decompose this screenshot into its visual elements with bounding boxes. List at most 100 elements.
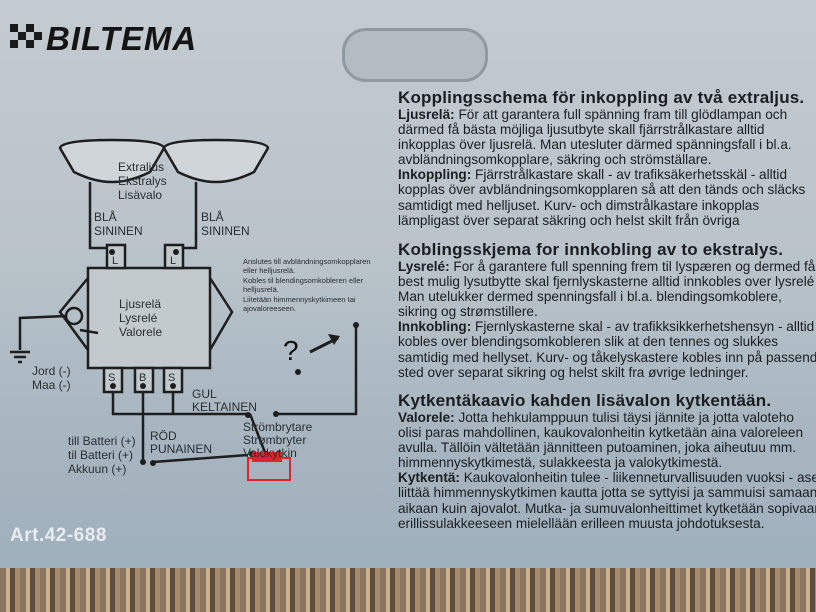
section-line: samtidigt med helljuset. Kurv- och dimst…: [398, 198, 816, 213]
section-line: avulla. Tällöin vältetään jännitteen put…: [398, 440, 816, 455]
line-text: kobles over blendingsomkobleren slik at …: [398, 334, 779, 350]
svg-text:BILTEMA: BILTEMA: [46, 20, 197, 56]
connect-note: ajovaloreeseen.: [243, 304, 296, 313]
section-line: därmed få bästa möjliga ljusutbyte skall…: [398, 122, 816, 137]
line-text: best mulig lysutbytte skal fjernlyskaste…: [398, 274, 815, 290]
term-label: Inkoppling:: [398, 167, 472, 183]
connect-note: eller helljusrelä.: [243, 266, 295, 275]
section-line: aikaan kuin ajovalot. Mutka- ja sumuvalo…: [398, 501, 816, 516]
line-text: olisi paras mahdollinen, kaukovalonheiti…: [398, 425, 804, 441]
section-line: Ljusrelä: För att garantera full spännin…: [398, 107, 816, 122]
terminal-label: L: [112, 255, 118, 267]
line-text: Kaukovalonheitin tulee - liikenneturvall…: [463, 470, 816, 486]
section-line: kobles over blendingsomkobleren slik at …: [398, 334, 816, 349]
ground-label: Maa (-): [32, 378, 71, 392]
ground-label: Jord (-): [32, 364, 71, 378]
terminal-label: L: [170, 255, 176, 267]
connect-note: helljusrelä.: [243, 285, 279, 294]
wire-label-yellow: KELTAINEN: [192, 400, 257, 414]
line-text: himmennyskytkimestä, sulakkeesta ja valo…: [398, 455, 723, 471]
line-text: Fjärrstrålkastare skall - av trafiksäker…: [475, 167, 788, 183]
lamp-label: Extraljus: [118, 160, 164, 174]
section-title: Kopplingsschema för inkoppling av två ex…: [398, 88, 805, 107]
switch-label: Valokytkin: [243, 446, 297, 460]
line-text: Fjernlyskasterne skal - av trafikksikker…: [475, 319, 815, 335]
line-text: liittää himmennyskytkimen kautta jotta s…: [398, 485, 816, 501]
section-line: avbländningsomkopplare, säkring och strö…: [398, 152, 816, 167]
line-text: samtidig med hellyset. Kurv- og tåkelysk…: [398, 349, 816, 365]
line-text: Man utelukker dermed spenningsfall i bl.…: [398, 289, 782, 305]
section-line: Lysrelé: For å garantere full spenning f…: [398, 259, 816, 274]
section-line: sted over separat sikring og helst skilt…: [398, 365, 816, 380]
section-norwegian: Koblingsskjema for innkobling av to ekst…: [398, 240, 816, 380]
section-line: Man utelukker dermed spenningsfall i bl.…: [398, 289, 816, 304]
connect-note: Liitetään himmennyskytkimeen tai: [243, 295, 356, 304]
line-text: lämpligast över separat säkring och hels…: [398, 212, 740, 228]
section-line: liittää himmennyskytkimen kautta jotta s…: [398, 485, 816, 500]
wire-label-blue: BLÅ: [94, 209, 117, 224]
line-text: aikaan kuin ajovalot. Mutka- ja sumuvalo…: [398, 500, 816, 516]
section-line: kopplas över avbländningsomkopplaren så …: [398, 182, 816, 197]
wire-label-blue: BLÅ: [201, 209, 224, 224]
wire-blue-left: [88, 182, 110, 250]
terminal-label: S: [108, 372, 115, 384]
connect-note: Anslutes till avbländningsomkopplaren: [243, 257, 371, 266]
wire-blue-right: [176, 182, 198, 250]
connect-note: Kobles til blendingsomkobleren eller: [243, 276, 364, 285]
wire-label-yellow: GUL: [192, 387, 217, 401]
lamp-left: [58, 138, 166, 184]
section-line: erillissulakkeeseen mielellään erilleen …: [398, 516, 816, 531]
term-label: Innkobling:: [398, 319, 472, 335]
lamp-label: Lisävalo: [118, 188, 162, 202]
term-label: Ljusrelä:: [398, 107, 455, 122]
term-label: Lysrelé:: [398, 259, 450, 274]
wire-label-red: PUNAINEN: [150, 442, 212, 456]
line-text: avulla. Tällöin vältetään jännitteen put…: [398, 440, 796, 456]
section-line: olisi paras mahdollinen, kaukovalonheiti…: [398, 425, 816, 440]
section-line: Valorele: Jotta hehkulamppuun tulisi täy…: [398, 410, 816, 425]
article-number: Art.42-688: [10, 525, 107, 546]
line-text: För att garantera full spänning fram til…: [458, 107, 788, 122]
switch-label: Strömbrytare: [243, 420, 313, 434]
battery-label: Akkuun (+): [68, 462, 126, 476]
section-title: Koblingsskjema for innkobling av to ekst…: [398, 240, 784, 259]
line-text: kopplas över avbländningsomkopplaren så …: [398, 182, 806, 198]
line-text: erillissulakkeeseen mielellään erilleen …: [398, 515, 765, 531]
line-text: samtidigt med helljuset. Kurv- och dimst…: [398, 197, 760, 213]
section-finnish: Kytkentäkaavio kahden lisävalon kytkentä…: [398, 391, 816, 531]
line-text: Jotta hehkulamppuun tulisi täysi jännite…: [458, 410, 794, 425]
biltema-logo: BILTEMA: [10, 20, 197, 56]
lamp-label: Ekstralys: [118, 174, 167, 188]
line-text: sikring og strømstillere.: [398, 304, 538, 320]
line-text: For å garantere full spenning frem til l…: [453, 259, 816, 274]
line-text: inkopplas över ljusrelä. Man utesluter d…: [398, 137, 792, 153]
line-text: avbländningsomkopplare, säkring och strö…: [398, 152, 712, 168]
wiring-diagram: ? Extraljus Ekstralys Lisävalo BLÅ SININ…: [10, 138, 371, 481]
package-card: BILTEMA: [0, 0, 816, 568]
section-line: Kytkentä: Kaukovalonheitin tulee - liike…: [398, 470, 816, 485]
relay-label: Lysrelé: [119, 311, 158, 325]
wire-label-blue: SININEN: [201, 224, 250, 238]
section-line: lämpligast över separat säkring och hels…: [398, 213, 816, 228]
battery-label: til Batteri (+): [68, 448, 133, 462]
switch-label: Strømbryter: [243, 433, 306, 447]
section-line: best mulig lysutbytte skal fjernlyskaste…: [398, 274, 816, 289]
wire-label-red: RÖD: [150, 429, 177, 443]
section-line: Innkobling: Fjernlyskasterne skal - av t…: [398, 319, 816, 334]
line-text: sted over separat sikring og helst skilt…: [398, 364, 749, 380]
term-label: Valorele:: [398, 410, 455, 425]
relay-label: Ljusrelä: [119, 297, 161, 311]
terminal-label: S: [168, 372, 175, 384]
section-line: inkopplas över ljusrelä. Man utesluter d…: [398, 137, 816, 152]
section-line: Inkoppling: Fjärrstrålkastare skall - av…: [398, 167, 816, 182]
lamp-right: [162, 138, 270, 184]
hanger-hole: [342, 28, 488, 82]
section-line: himmennyskytkimestä, sulakkeesta ja valo…: [398, 455, 816, 470]
handwritten-question-mark: ?: [283, 335, 299, 366]
term-label: Kytkentä:: [398, 470, 460, 486]
line-text: därmed få bästa möjliga ljusutbyte skall…: [398, 122, 765, 138]
section-line: sikring og strømstillere.: [398, 304, 816, 319]
section-title: Kytkentäkaavio kahden lisävalon kytkentä…: [398, 391, 772, 410]
section-swedish: Kopplingsschema för inkoppling av två ex…: [398, 88, 816, 228]
battery-label: till Batteri (+): [68, 434, 136, 448]
